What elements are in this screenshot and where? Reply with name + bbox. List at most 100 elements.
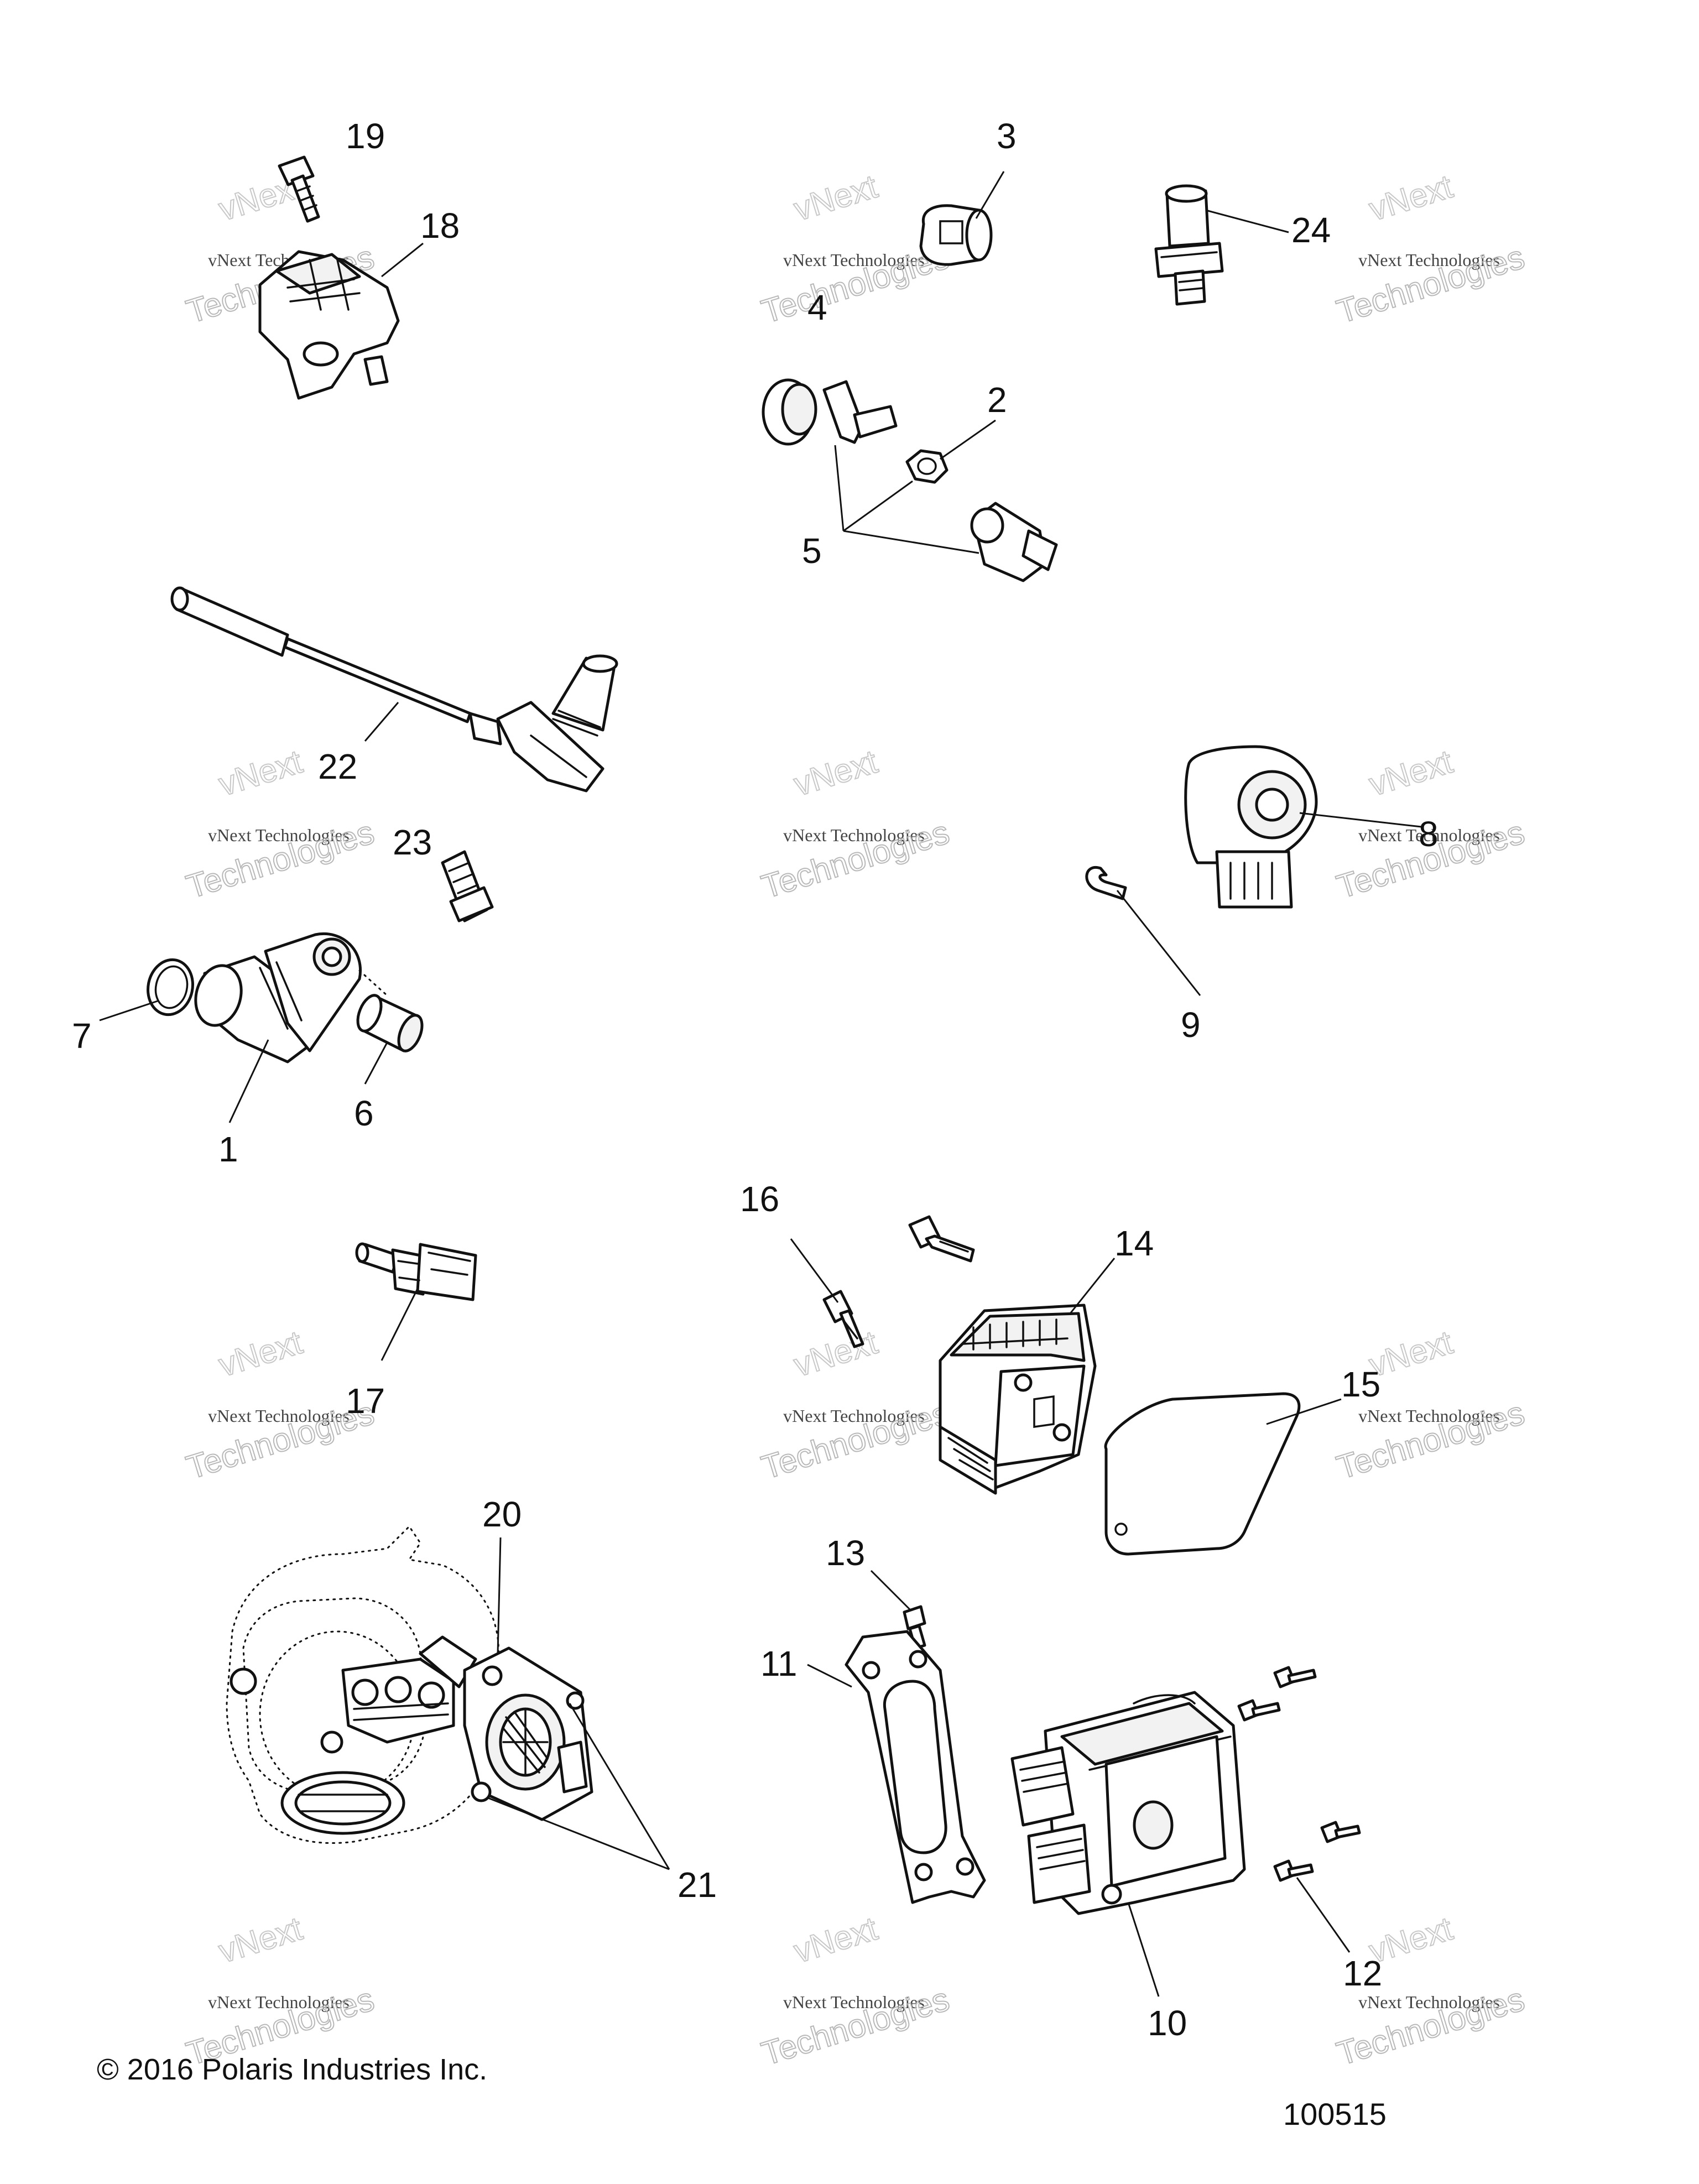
callout-9: 9	[1181, 1005, 1201, 1045]
part-2-nut	[905, 449, 948, 484]
leader-5c	[843, 530, 979, 554]
watermark-top-right: vNext vNext Technologies Technologies	[1332, 167, 1529, 331]
callout-4: 4	[807, 288, 827, 327]
watermark-bottom-right: vNext vNext Technologies Technologies	[1332, 1909, 1529, 2073]
callout-21: 21	[677, 1865, 717, 1905]
leader-3	[975, 171, 1005, 219]
copyright-notice: © 2016 Polaris Industries Inc.	[97, 2053, 487, 2086]
part-15-gasket	[1104, 1392, 1301, 1556]
watermark-back-text: vNext	[790, 168, 882, 228]
watermark-caption: vNext Technologies	[1358, 1992, 1500, 2012]
watermark-mid-center: vNext vNext Technologies Technologies	[757, 742, 954, 906]
callout-19: 19	[346, 116, 385, 156]
watermark-caption: vNext Technologies	[783, 825, 925, 845]
callout-10: 10	[1148, 2003, 1187, 2043]
watermark-bottom-center: vNext vNext Technologies Technologies	[757, 1909, 954, 2073]
watermark-caption: vNext Technologies	[208, 1406, 350, 1426]
callout-18: 18	[420, 206, 460, 246]
part-24-pressure-sensor	[1154, 184, 1224, 306]
watermark-back-text: vNext	[790, 1323, 882, 1384]
part-21-tps-sensor	[463, 1646, 593, 1821]
leader-7	[99, 1000, 158, 1021]
callout-16: 16	[740, 1179, 779, 1219]
watermark-bottom-left: vNext vNext Technologies Technologies	[181, 1909, 379, 2073]
watermark-caption: vNext Technologies	[783, 1406, 925, 1426]
leader-21b	[486, 1796, 670, 1870]
watermark-back-text: vNext	[215, 1910, 307, 1970]
part-1-position-sensor	[194, 932, 362, 1064]
leader-17	[381, 1288, 419, 1361]
leader-5a	[834, 445, 845, 531]
diagram-id: 100515	[1283, 2097, 1387, 2131]
callout-13: 13	[826, 1533, 865, 1573]
part-4-cap	[762, 378, 817, 446]
watermark-low-left: vNext vNext Technologies Technologies	[181, 1323, 379, 1487]
callout-6: 6	[354, 1093, 374, 1133]
leader-12	[1296, 1877, 1351, 1953]
part-5-switch	[970, 502, 1058, 582]
leader-10	[1127, 1902, 1160, 1997]
callout-24: 24	[1291, 210, 1331, 250]
part-18-map-sensor	[258, 250, 400, 400]
leader-5b	[843, 480, 913, 532]
watermark-back-text: vNext	[790, 743, 882, 803]
callout-5: 5	[802, 531, 822, 571]
leader-6	[364, 1042, 388, 1085]
callout-2: 2	[987, 380, 1007, 420]
part-8-knock-sensor	[1184, 745, 1318, 909]
callout-7: 7	[72, 1016, 92, 1056]
watermark-caption: vNext Technologies	[208, 825, 350, 845]
leader-13	[870, 1570, 911, 1610]
callout-3: 3	[997, 116, 1017, 156]
leader-24	[1205, 209, 1289, 233]
leader-16	[790, 1238, 839, 1303]
part-10-ecu-module	[1010, 1691, 1246, 1915]
callout-15: 15	[1341, 1364, 1380, 1404]
callout-17: 17	[346, 1381, 385, 1421]
leader-22	[364, 702, 399, 742]
callout-20: 20	[482, 1494, 522, 1534]
watermark-caption: vNext Technologies	[208, 1992, 350, 2012]
part-17-temp-sensor	[355, 1242, 477, 1301]
part-11-bracket	[845, 1630, 986, 1904]
watermark-caption: vNext Technologies	[1358, 825, 1500, 845]
leader-11	[807, 1664, 852, 1688]
part-23-bolt	[441, 850, 494, 922]
callout-1: 1	[218, 1129, 238, 1169]
leader-14	[1069, 1258, 1116, 1314]
callout-11: 11	[760, 1644, 797, 1683]
leader-21a	[569, 1703, 670, 1870]
watermark-low-right: vNext vNext Technologies Technologies	[1332, 1323, 1529, 1487]
leader-20	[497, 1537, 502, 1654]
part-5-tab	[822, 380, 898, 444]
part-3-plug	[919, 204, 993, 266]
leader-9	[1116, 890, 1201, 996]
leader-1	[228, 1039, 269, 1123]
part-9-e-clip	[1085, 866, 1127, 900]
part-19-bolt	[278, 155, 320, 223]
callout-8: 8	[1419, 814, 1439, 854]
part-20-throttle-body	[226, 1525, 499, 1844]
watermark-back-text: vNext	[215, 1323, 307, 1384]
watermark-caption: vNext Technologies	[1358, 1406, 1500, 1426]
watermark-back-text: vNext	[215, 743, 307, 803]
leader-8	[1299, 812, 1422, 828]
part-7-o-ring	[147, 958, 194, 1017]
part-6-sleeve	[356, 994, 424, 1052]
watermark-caption: vNext Technologies	[783, 1992, 925, 2012]
callout-14: 14	[1114, 1223, 1154, 1263]
watermark-back-text: vNext	[1365, 168, 1457, 228]
part-14-housing	[939, 1304, 1097, 1495]
watermark-low-center: vNext vNext Technologies Technologies	[757, 1323, 954, 1487]
watermark-back-text: vNext	[790, 1910, 882, 1970]
part-12-screws	[1237, 1666, 1361, 1882]
assembly-line-1-to-6	[358, 969, 388, 997]
callout-23: 23	[393, 822, 432, 862]
callout-12: 12	[1343, 1953, 1382, 1993]
watermark-caption: vNext Technologies	[1358, 250, 1500, 270]
leader-18	[381, 242, 424, 278]
callout-22: 22	[318, 747, 357, 786]
watermark-caption: vNext Technologies	[783, 250, 925, 270]
part-22-speed-sensor	[170, 586, 618, 793]
